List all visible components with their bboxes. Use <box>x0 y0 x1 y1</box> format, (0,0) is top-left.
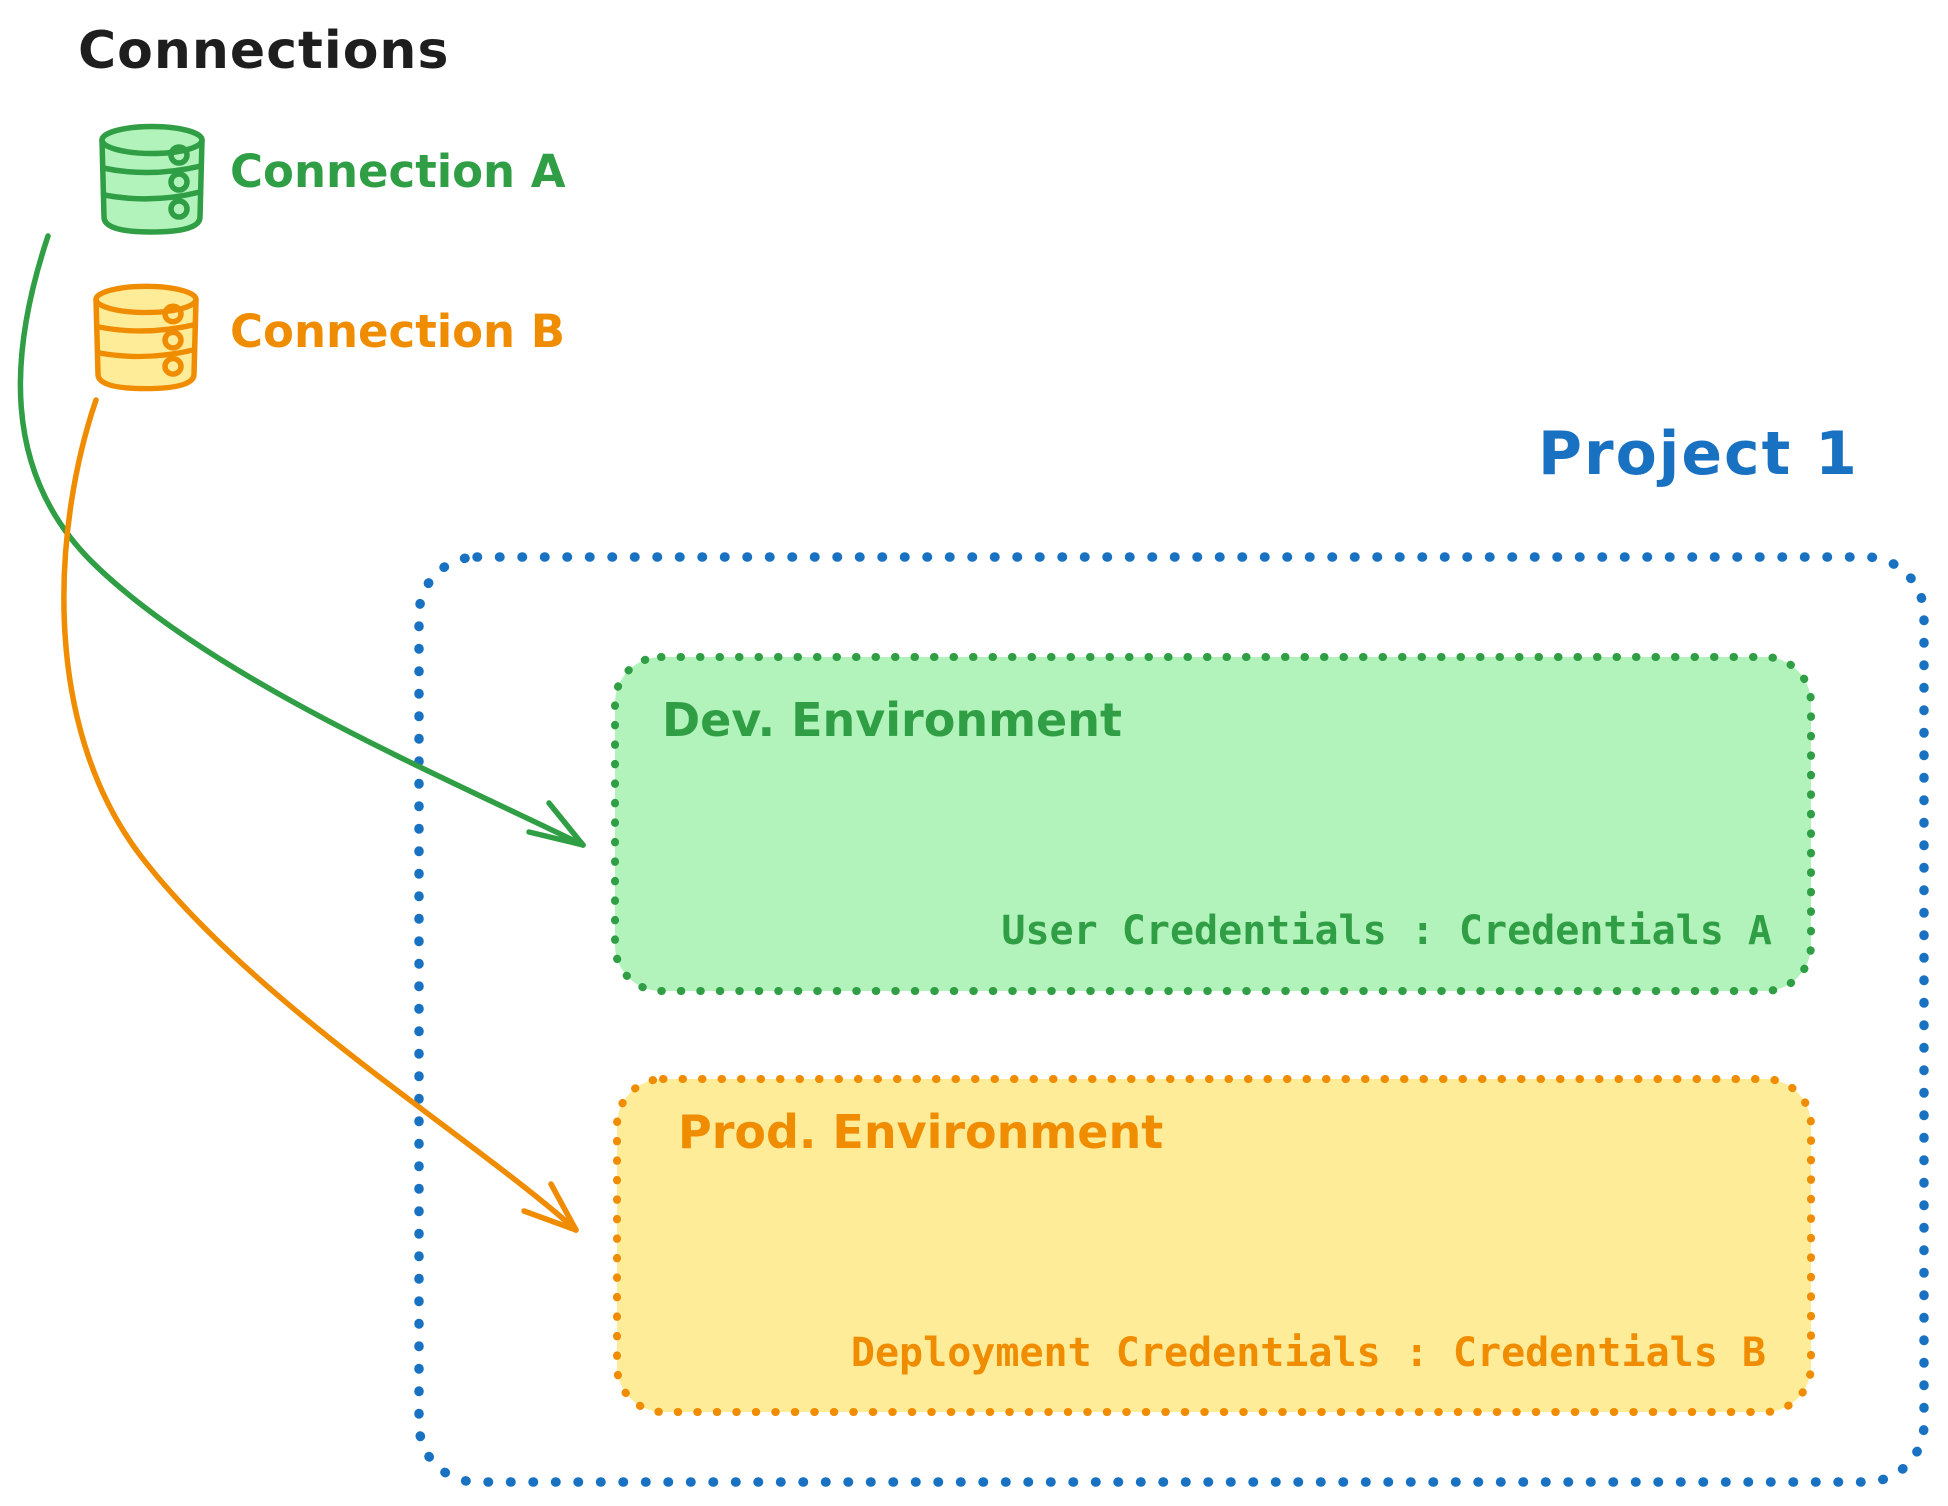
connection-b-label: Connection B <box>230 305 566 358</box>
dev-environment-title: Dev. Environment <box>662 693 1122 747</box>
database-icon-connection-a <box>99 123 205 235</box>
connection-a-label: Connection A <box>230 145 566 198</box>
dev-environment-credentials: User Credentials : Credentials A <box>1001 908 1772 954</box>
prod-environment-box <box>613 1075 1815 1416</box>
project-title: Project 1 <box>1538 419 1859 489</box>
prod-environment-credentials: Deployment Credentials : Credentials B <box>850 1330 1766 1376</box>
database-icon-connection-b <box>93 283 199 392</box>
connections-title: Connections <box>78 21 450 81</box>
arrow-connection-b-to-prod <box>61 397 579 1233</box>
project-container-box <box>414 552 1929 1487</box>
dev-environment-box <box>611 653 1815 995</box>
prod-environment-title: Prod. Environment <box>678 1105 1164 1159</box>
arrow-connection-a-to-dev <box>17 233 586 848</box>
